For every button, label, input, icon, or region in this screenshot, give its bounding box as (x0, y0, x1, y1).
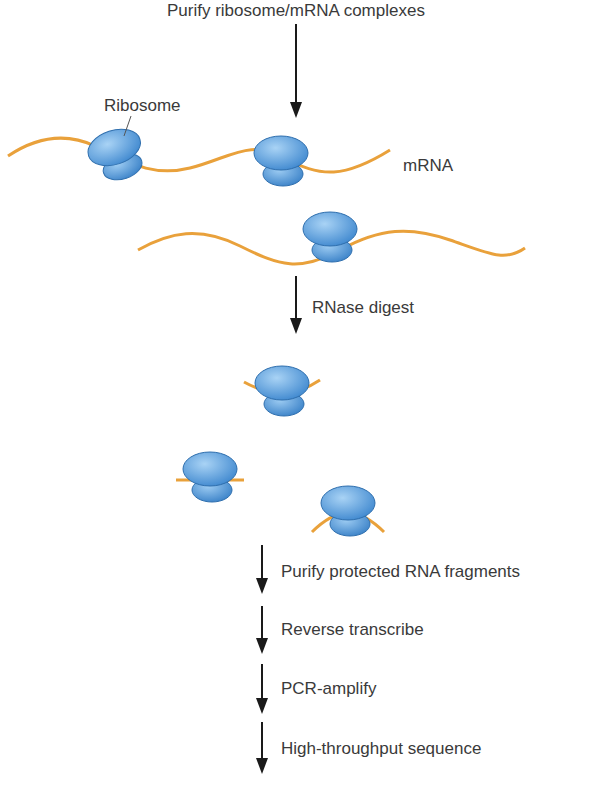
part-label: mRNA (403, 156, 453, 176)
arrow-heads (256, 102, 302, 774)
arrow-shaft (295, 276, 297, 320)
arrow-head (290, 102, 302, 118)
arrow-shaft (295, 24, 297, 104)
arrow-shaft (261, 664, 263, 700)
part-label: Ribosome (104, 96, 181, 116)
arrow-shaft (261, 545, 263, 580)
ribosome (255, 366, 309, 416)
ribosome (321, 486, 375, 536)
mrna-strand (8, 138, 390, 172)
ribosome (254, 136, 308, 186)
step-label: High-throughput sequence (281, 739, 481, 759)
step-label: Reverse transcribe (281, 620, 424, 640)
step-label: Purify ribosome/mRNA complexes (167, 1, 425, 21)
arrow-shaft (261, 722, 263, 760)
arrow-head (290, 318, 302, 334)
ribosome (303, 212, 357, 262)
arrow-shaft (261, 606, 263, 640)
step-label: Purify protected RNA fragments (281, 562, 520, 582)
step-label: RNase digest (312, 298, 414, 318)
ribosome (83, 123, 150, 187)
arrow-head (256, 638, 268, 654)
ribosome (183, 452, 237, 502)
arrow-head (256, 758, 268, 774)
step-label: PCR-amplify (281, 679, 376, 699)
arrow-head (256, 578, 268, 594)
leader-line (124, 116, 131, 136)
arrow-head (256, 698, 268, 714)
